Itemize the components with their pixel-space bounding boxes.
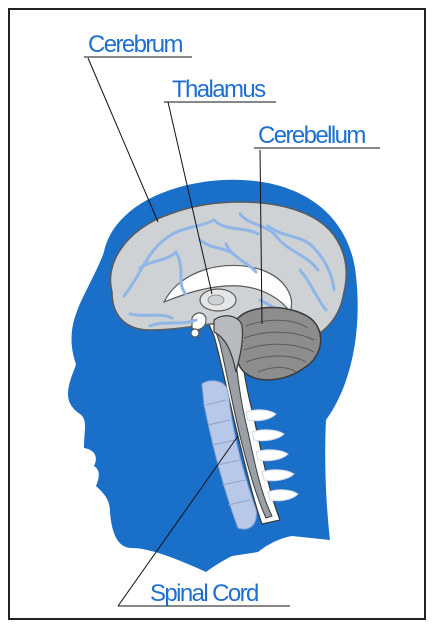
thalamus-label: Thalamus [172, 76, 266, 103]
pituitary-gland [191, 329, 199, 337]
cerebrum-label: Cerebrum [88, 31, 183, 58]
cerebellum-label: Cerebellum [258, 122, 365, 149]
thalamus-inner [208, 295, 224, 305]
spinal-cord-label: Spinal Cord [150, 580, 258, 607]
cerebrum-leader-line [88, 58, 158, 222]
